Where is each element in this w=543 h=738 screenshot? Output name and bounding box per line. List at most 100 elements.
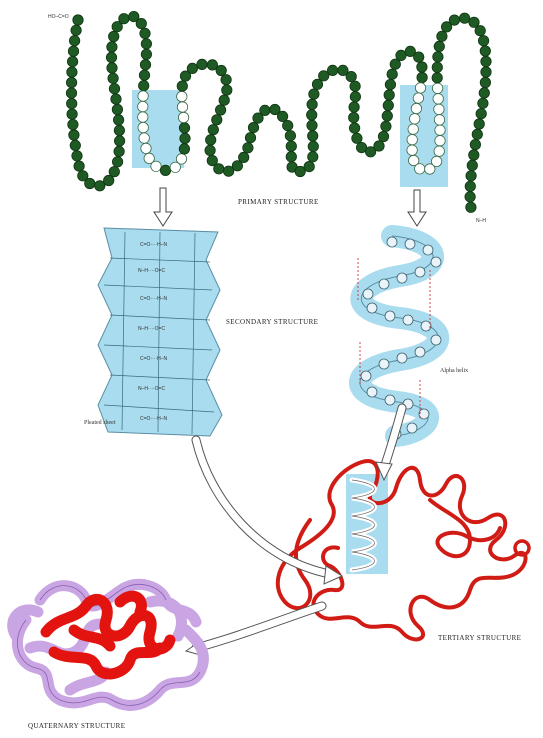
amino-acid-bead — [478, 36, 488, 46]
amino-acid-bead — [417, 62, 427, 72]
helix-residue — [397, 273, 407, 283]
amino-acid-bead — [179, 123, 189, 133]
amino-acid-bead — [431, 156, 441, 166]
helix-residue — [387, 237, 397, 247]
amino-acid-bead — [449, 15, 459, 25]
amino-acid-bead — [208, 125, 218, 135]
amino-acid-bead — [307, 110, 317, 120]
amino-acid-bead — [307, 99, 317, 109]
amino-acid-bead — [141, 143, 151, 153]
amino-acid-bead — [67, 98, 77, 108]
amino-acid-bead — [396, 50, 406, 60]
amino-acid-bead — [479, 88, 489, 98]
amino-acid-bead — [69, 130, 79, 140]
tertiary-structure: TERTIARY STRUCTURE — [278, 461, 529, 642]
helix-residue — [397, 353, 407, 363]
primary-structure-label: PRIMARY STRUCTURE — [238, 198, 319, 206]
amino-acid-bead — [139, 81, 149, 91]
helix-residue — [405, 239, 415, 249]
amino-acid-bead — [109, 84, 119, 94]
amino-acid-bead — [140, 59, 150, 69]
amino-acid-bead — [459, 13, 469, 23]
amino-acid-bead — [138, 122, 148, 132]
amino-acid-bead — [407, 145, 417, 155]
amino-acid-bead — [408, 124, 418, 134]
amino-acid-bead — [308, 141, 318, 151]
amino-acid-bead — [415, 164, 425, 174]
amino-acid-bead — [180, 133, 190, 143]
amino-acid-bead — [286, 152, 296, 162]
helix-residue — [403, 315, 413, 325]
helix-residue — [385, 395, 395, 405]
amino-acid-bead — [245, 133, 255, 143]
svg-text:C=O····H–N: C=O····H–N — [140, 356, 167, 362]
amino-acid-bead — [286, 141, 296, 151]
amino-acid-bead — [176, 154, 186, 164]
amino-acid-bead — [434, 104, 444, 114]
amino-acid-bead — [113, 115, 123, 125]
svg-text:C=O····H–N: C=O····H–N — [140, 296, 167, 302]
amino-acid-bead — [239, 152, 249, 162]
amino-acid-bead — [387, 69, 397, 79]
amino-acid-bead — [350, 92, 360, 102]
amino-acid-bead — [67, 67, 77, 77]
amino-acid-bead — [243, 143, 253, 153]
amino-acid-bead — [475, 26, 485, 36]
amino-acid-bead — [432, 83, 442, 93]
amino-acid-bead — [413, 93, 423, 103]
amino-acid-bead — [177, 91, 187, 101]
amino-acid-bead — [160, 165, 170, 175]
amino-acid-bead — [85, 178, 95, 188]
amino-acid-bead — [304, 161, 314, 171]
amino-acid-bead — [467, 160, 477, 170]
amino-acid-bead — [472, 129, 482, 139]
amino-acid-bead — [179, 144, 189, 154]
amino-acid-bead — [476, 109, 486, 119]
helix-residue — [421, 321, 431, 331]
amino-acid-bead — [481, 67, 491, 77]
amino-acid-bead — [140, 28, 150, 38]
amino-acid-bead — [407, 135, 417, 145]
amino-acid-bead — [283, 120, 293, 130]
helix-residue — [415, 347, 425, 357]
amino-acid-bead — [69, 36, 79, 46]
amino-acid-bead — [469, 150, 479, 160]
amino-acid-bead — [474, 119, 484, 129]
amino-acid-bead — [66, 88, 76, 98]
amino-acid-bead — [465, 181, 475, 191]
amino-acid-bead — [248, 122, 258, 132]
svg-text:C=O····H–N: C=O····H–N — [140, 242, 167, 248]
helix-residue — [415, 267, 425, 277]
amino-acid-bead — [414, 52, 424, 62]
amino-acid-bead — [72, 151, 82, 161]
amino-acid-bead — [346, 71, 356, 81]
amino-acid-bead — [382, 111, 392, 121]
amino-acid-bead — [111, 94, 121, 104]
amino-acid-bead — [374, 141, 384, 151]
helix-residue — [367, 303, 377, 313]
amino-acid-bead — [465, 192, 475, 202]
amino-acid-bead — [434, 41, 444, 51]
amino-acid-bead — [432, 73, 442, 83]
amino-acid-bead — [151, 161, 161, 171]
amino-acid-bead — [197, 59, 207, 69]
helix-residue — [419, 409, 429, 419]
helix-residue — [431, 335, 441, 345]
amino-acid-bead — [417, 72, 427, 82]
amino-acid-bead — [435, 125, 445, 135]
amino-acid-bead — [119, 14, 129, 24]
svg-text:N–H····O=C: N–H····O=C — [138, 386, 165, 392]
amino-acid-bead — [114, 146, 124, 156]
c-terminal-label: HO–C=O — [48, 14, 69, 20]
alpha-helix: Alpha helix — [358, 236, 468, 439]
amino-acid-bead — [350, 81, 360, 91]
quaternary-red-subunits — [46, 596, 170, 674]
amino-acid-bead — [384, 90, 394, 100]
amino-acid-bead — [349, 112, 359, 122]
amino-acid-bead — [187, 63, 197, 73]
amino-acid-bead — [141, 49, 151, 59]
amino-acid-bead — [277, 111, 287, 121]
amino-acid-bead — [260, 105, 270, 115]
amino-acid-bead — [480, 77, 490, 87]
